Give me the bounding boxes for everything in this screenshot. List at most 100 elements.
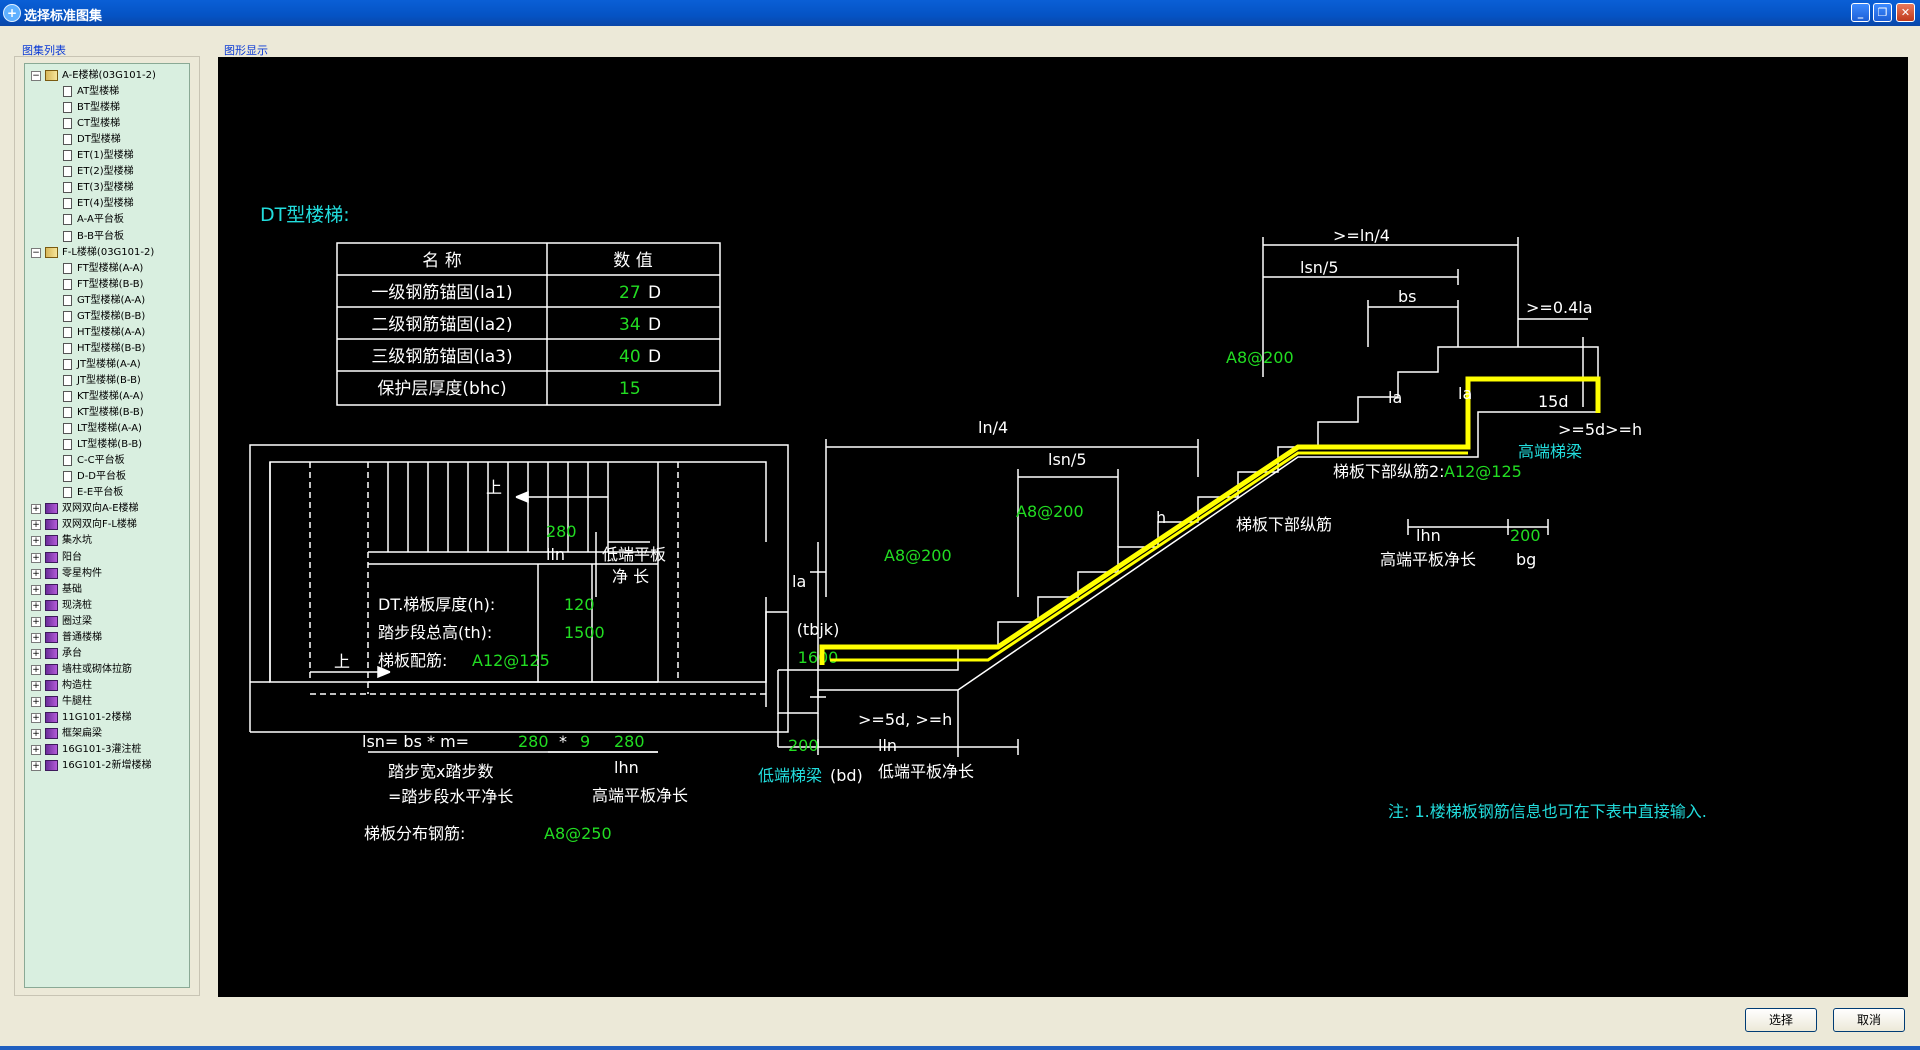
tree-node-label: A-E楼梯(03G101-2): [62, 70, 156, 81]
select-button[interactable]: 选择: [1745, 1008, 1817, 1032]
tree-node-item[interactable]: LT型楼梯(A-A): [25, 421, 189, 437]
tree-node-group[interactable]: +16G101-3灌注桩: [25, 742, 189, 758]
distribution-rebar-label: 梯板分布钢筋:: [364, 824, 465, 843]
expand-icon[interactable]: +: [31, 600, 41, 611]
tree-node-item[interactable]: ET(1)型楼梯: [25, 148, 189, 164]
stair-width-value[interactable]: 1600: [798, 648, 839, 667]
expand-icon[interactable]: +: [31, 520, 41, 531]
section-a8-top[interactable]: A8@200: [1226, 348, 1294, 367]
collapse-icon[interactable]: −: [31, 247, 41, 258]
tree-node-label: ET(3)型楼梯: [77, 182, 134, 194]
lsn-bs-value[interactable]: 280: [518, 732, 549, 751]
tree-node-group[interactable]: +承台: [25, 646, 189, 662]
tree-node-group[interactable]: − A-E楼梯(03G101-2): [25, 68, 189, 84]
expand-icon[interactable]: +: [31, 648, 41, 659]
tree-node-group[interactable]: +11G101-2楼梯: [25, 710, 189, 726]
close-button[interactable]: ✕: [1896, 3, 1915, 22]
section-bg-value[interactable]: 200: [1510, 526, 1541, 545]
table-row-name: 一级钢筋锚固(la1): [371, 283, 512, 303]
book-icon: [45, 679, 58, 691]
table-row-name: 保护层厚度(bhc): [377, 379, 506, 399]
minimize-button[interactable]: _: [1851, 3, 1870, 22]
thickness-value[interactable]: 120: [564, 595, 595, 614]
expand-icon[interactable]: +: [31, 713, 41, 723]
tree-node-item[interactable]: HT型楼梯(B-B): [25, 341, 189, 357]
tree-node-item[interactable]: KT型楼梯(A-A): [25, 389, 189, 405]
tree-node-group[interactable]: +圈过梁: [25, 614, 189, 630]
total-height-value[interactable]: 1500: [564, 623, 605, 642]
tree-node-group[interactable]: +双网双向F-L楼梯: [25, 517, 189, 533]
expand-icon[interactable]: +: [31, 664, 41, 675]
tree-node-label: 集水坑: [62, 535, 92, 547]
tree-node-group[interactable]: + 集水坑: [25, 533, 189, 549]
table-row-value[interactable]: 15: [619, 379, 641, 399]
tree-node-item[interactable]: JT型楼梯(B-B): [25, 373, 189, 389]
expand-icon[interactable]: +: [31, 761, 41, 772]
section-bd-value[interactable]: 200: [788, 736, 819, 755]
tree-node-item[interactable]: ET(3)型楼梯: [25, 180, 189, 196]
tree-node-item[interactable]: C-C平台板: [25, 453, 189, 469]
tree-node-item[interactable]: GT型楼梯(A-A): [25, 293, 189, 309]
expand-icon[interactable]: +: [31, 568, 41, 579]
cancel-button[interactable]: 取消: [1833, 1008, 1905, 1032]
collapse-icon[interactable]: −: [31, 71, 41, 81]
tree-node-item[interactable]: GT型楼梯(B-B): [25, 309, 189, 325]
table-row-value[interactable]: 27: [619, 283, 641, 303]
expand-icon[interactable]: +: [31, 616, 41, 627]
tree-node-item[interactable]: E-E平台板: [25, 485, 189, 501]
tree-node-group[interactable]: +普通楼梯: [25, 630, 189, 646]
tree-node-item[interactable]: FT型楼梯(A-A): [25, 261, 189, 277]
tree-node-group[interactable]: +现浇桩: [25, 598, 189, 614]
expand-icon[interactable]: +: [31, 584, 41, 595]
tree-node-item[interactable]: DT型楼梯: [25, 132, 189, 148]
title-bar[interactable]: + 选择标准图集 _ ❐ ✕: [0, 0, 1920, 26]
expand-icon[interactable]: +: [31, 536, 41, 547]
lsn-m-value[interactable]: 9: [580, 732, 590, 751]
tree-node-group[interactable]: +阳台: [25, 550, 189, 566]
distribution-rebar-value[interactable]: A8@250: [544, 824, 612, 843]
section-a8-mid[interactable]: A8@200: [1016, 502, 1084, 521]
tree-node-item[interactable]: A-A平台板: [25, 212, 189, 228]
expand-icon[interactable]: +: [31, 632, 41, 643]
tree-node-item[interactable]: KT型楼梯(B-B): [25, 405, 189, 421]
table-row-value[interactable]: 34: [619, 315, 641, 335]
tree-node-item[interactable]: AT型楼梯: [25, 84, 189, 100]
book-open-icon: [45, 70, 58, 81]
expand-icon[interactable]: +: [31, 696, 41, 707]
tree-node-group[interactable]: +双网双向A-E楼梯: [25, 501, 189, 517]
tree-node-item[interactable]: HT型楼梯(A-A): [25, 325, 189, 341]
tree-node-group[interactable]: +16G101-2新增楼梯: [25, 758, 189, 774]
tree-node-item[interactable]: CT型楼梯: [25, 116, 189, 132]
expand-icon[interactable]: +: [31, 680, 41, 691]
tree-node-item[interactable]: B-B平台板: [25, 229, 189, 245]
tree-node-item[interactable]: JT型楼梯(A-A): [25, 357, 189, 373]
tree-node-item[interactable]: BT型楼梯: [25, 100, 189, 116]
tree-node-group[interactable]: +零星构件: [25, 566, 189, 582]
tree-node-item[interactable]: ET(2)型楼梯: [25, 164, 189, 180]
tree-node-group[interactable]: +基础: [25, 582, 189, 598]
tree-node-group[interactable]: −F-L楼梯(03G101-2): [25, 245, 189, 261]
window-title: 选择标准图集: [24, 9, 103, 24]
tree-node-item[interactable]: LT型楼梯(B-B): [25, 437, 189, 453]
expand-icon[interactable]: +: [31, 552, 41, 563]
tree-node-item[interactable]: D-D平台板: [25, 469, 189, 485]
plan-lhn-value[interactable]: 280: [614, 732, 645, 751]
tree-node-item[interactable]: ET(4)型楼梯: [25, 196, 189, 212]
restore-button[interactable]: ❐: [1873, 3, 1892, 22]
expand-icon[interactable]: +: [31, 745, 41, 756]
rebar2-value[interactable]: A12@125: [1444, 462, 1522, 481]
section-lsn5-mid: lsn/5: [1048, 450, 1087, 469]
table-row-value[interactable]: 40: [619, 347, 641, 367]
tree-node-group[interactable]: +墙柱或砌体拉筋: [25, 662, 189, 678]
plan-bs-value[interactable]: 280: [546, 522, 577, 541]
tree-node-group[interactable]: +构造柱: [25, 678, 189, 694]
tree-node-group[interactable]: +牛腿柱: [25, 694, 189, 710]
tree-node-item[interactable]: FT型楼梯(B-B): [25, 277, 189, 293]
slab-rebar-value[interactable]: A12@125: [472, 651, 550, 670]
section-a8-low[interactable]: A8@200: [884, 546, 952, 565]
expand-icon[interactable]: +: [31, 729, 41, 740]
expand-icon[interactable]: +: [31, 504, 41, 515]
section-la-left: la: [792, 572, 806, 591]
tree-node-group[interactable]: +框架扁梁: [25, 726, 189, 742]
